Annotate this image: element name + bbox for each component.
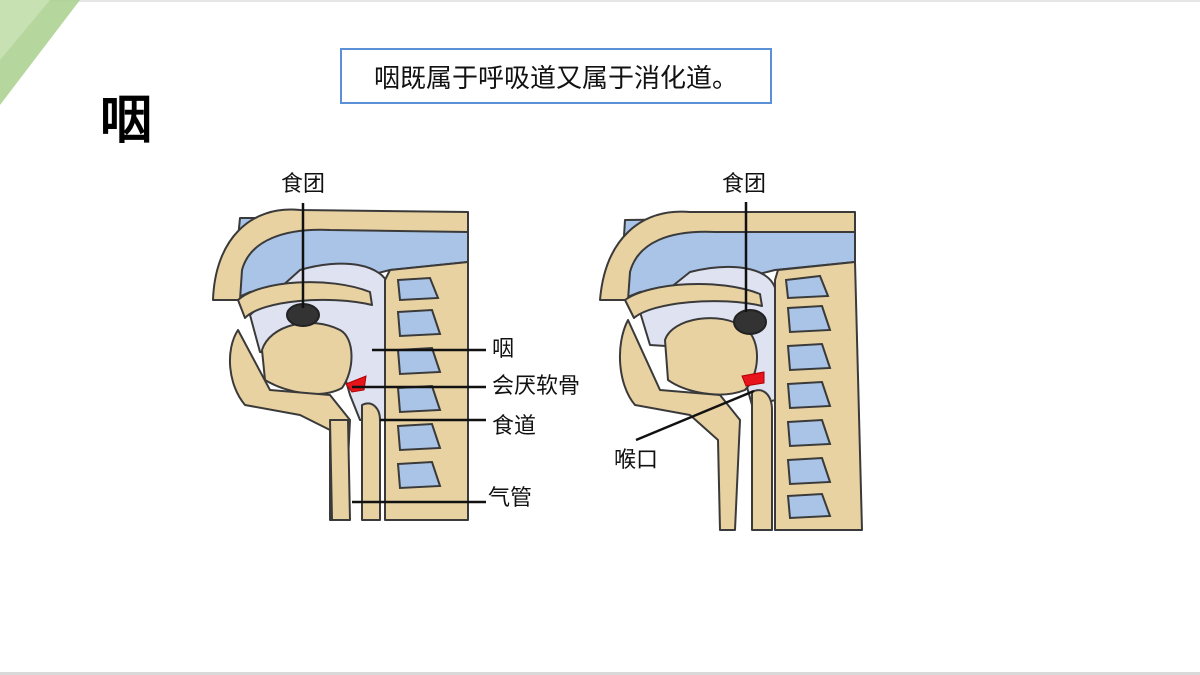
corner-leaf-decoration [0,0,80,105]
slide-bottom-rule [0,672,1200,675]
tongue [664,317,758,396]
label-food-bolus-right: 食团 [722,172,767,197]
callout-text: 咽既属于呼吸道又属于消化道。 [373,63,738,94]
label-epiglottis: 会厌软骨 [492,374,581,399]
callout-box: 咽既属于呼吸道又属于消化道。 [340,48,772,104]
slide-heading: 咽 [100,91,153,151]
label-esophagus: 食道 [492,414,537,439]
trachea-tube [329,419,351,521]
leader-laryngeal-inlet [635,389,755,442]
hard-palate [624,283,763,319]
skull-bone [212,208,469,301]
esophagus-tube [361,402,381,521]
label-trachea: 气管 [488,486,533,511]
esophagus-tube [751,389,773,531]
vertebrae-left [396,276,442,490]
slide-top-rule [0,0,1200,2]
vertebrae-right [784,274,832,520]
epiglottis-right [741,371,765,387]
jaw [618,319,741,531]
food-bolus-right [733,309,767,335]
label-food-bolus-left: 食团 [281,172,326,197]
skull-bone [599,210,856,301]
label-laryngeal-inlet: 喉口 [614,448,659,473]
hard-palate [237,281,373,319]
label-pharynx: 咽 [492,337,515,362]
